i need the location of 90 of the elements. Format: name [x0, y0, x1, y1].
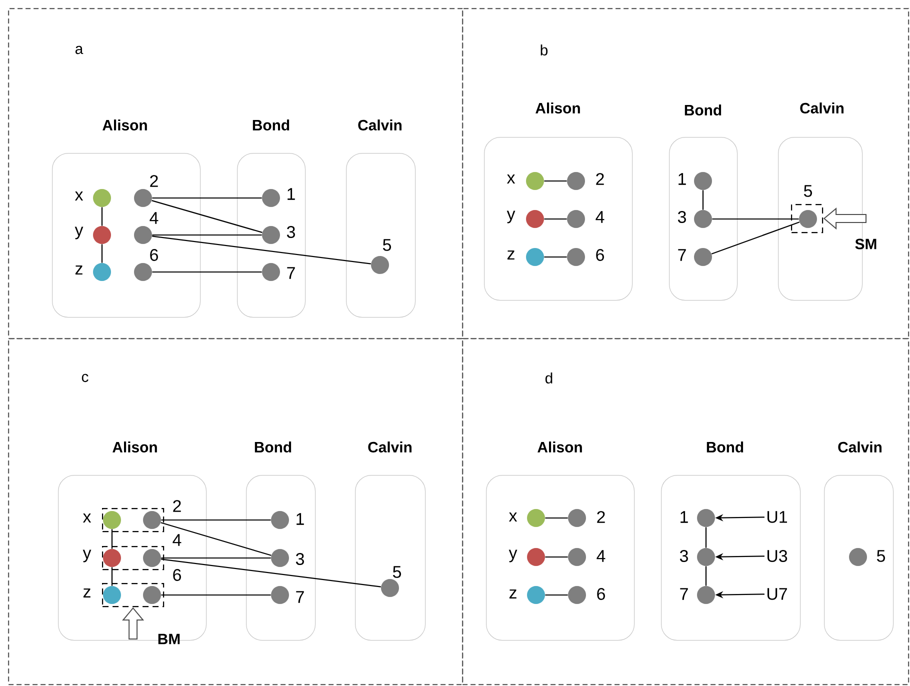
dot-label: 7	[296, 591, 304, 603]
update-label: U3	[768, 550, 788, 562]
dot-label: 3	[680, 550, 688, 562]
group-heading: Alison	[102, 120, 147, 130]
dot-label: 4	[596, 211, 604, 223]
dot-label: 2	[596, 173, 604, 185]
group-heading: Calvin	[368, 442, 412, 452]
dot-label: x	[82, 514, 92, 522]
dot-label: x	[508, 512, 518, 522]
dot-label: 7	[680, 588, 688, 600]
connector-line	[545, 556, 568, 558]
group-heading: Bond	[254, 442, 292, 452]
connector-line	[161, 557, 271, 559]
group-heading: Alison	[538, 442, 582, 452]
connector-line	[544, 218, 567, 220]
connector-line	[152, 234, 262, 236]
dot-label: 6	[173, 569, 181, 581]
connector-line	[161, 558, 381, 588]
dot-label: y	[508, 550, 518, 562]
dot-label: 6	[596, 249, 604, 261]
connector-line	[544, 180, 567, 182]
connector-line	[711, 222, 800, 254]
connector-line	[161, 519, 271, 521]
connector-line	[705, 566, 707, 586]
dot-label: 5	[804, 185, 812, 197]
dot-label: 3	[678, 211, 686, 223]
connector-line	[101, 244, 103, 263]
connector-line	[702, 190, 704, 210]
dot-label: 2	[597, 511, 605, 523]
dot-label: 4	[596, 550, 606, 562]
selection-box	[102, 583, 164, 608]
marker-label: SM	[855, 238, 876, 250]
dot-label: z	[75, 266, 82, 274]
selection-box	[102, 508, 164, 532]
dot-label: 6	[597, 588, 605, 600]
connector-line	[545, 594, 568, 596]
dot-label: y	[82, 550, 92, 562]
connector-line	[712, 218, 799, 220]
dot-label: 1	[288, 188, 295, 200]
connector-line	[160, 522, 272, 556]
dot-label: 1	[678, 173, 686, 185]
group-heading: Calvin	[800, 102, 844, 114]
dot-label: 4	[172, 534, 182, 546]
dot-label: 2	[150, 175, 158, 187]
dot-label: 3	[286, 226, 295, 238]
group-heading: Bond	[684, 104, 722, 116]
connector-line	[152, 271, 262, 273]
dot-label: 7	[287, 267, 295, 279]
group-heading: Alison	[112, 442, 157, 452]
dot-label: z	[83, 588, 90, 598]
dot-label: 6	[150, 249, 158, 261]
connector-line	[101, 207, 103, 226]
group-heading: Calvin	[358, 120, 402, 130]
group-heading: Bond	[252, 120, 290, 130]
dot-label: x	[74, 192, 84, 200]
dot-label: z	[509, 590, 516, 598]
dot-label: 2	[173, 500, 181, 512]
connector-line	[161, 594, 271, 596]
dot-label: 1	[296, 513, 304, 525]
connector-line	[111, 567, 113, 586]
update-label: U7	[768, 588, 787, 600]
connector-line	[152, 197, 262, 199]
dot-label: 1	[680, 511, 688, 523]
panel-letter: a	[76, 46, 84, 54]
panel-letter: d	[545, 372, 552, 384]
connector-line	[152, 200, 262, 233]
panel-letter: c	[82, 374, 88, 382]
selection-box	[102, 546, 164, 570]
dot-label: x	[506, 174, 516, 184]
dot-label: 3	[296, 553, 304, 565]
connector-line	[705, 527, 707, 548]
dot-label: y	[74, 226, 84, 240]
marker-label: BM	[158, 634, 180, 644]
connector-line	[152, 236, 371, 264]
connector-line	[111, 529, 113, 549]
dot-label: 4	[150, 212, 158, 224]
dot-label: 5	[876, 550, 885, 562]
dot-label: z	[507, 250, 514, 260]
group-heading: Bond	[706, 442, 744, 452]
group-heading: Calvin	[838, 442, 882, 452]
connector-line	[545, 517, 568, 519]
dot-label: y	[506, 210, 516, 224]
group-heading: Alison	[536, 102, 580, 114]
dot-label: 7	[678, 249, 686, 261]
dot-label: 5	[392, 566, 401, 578]
selection-box	[791, 204, 824, 234]
update-label: U1	[768, 511, 787, 523]
panel-letter: b	[540, 44, 548, 56]
connector-line	[544, 256, 567, 258]
dot-label: 5	[382, 239, 391, 251]
